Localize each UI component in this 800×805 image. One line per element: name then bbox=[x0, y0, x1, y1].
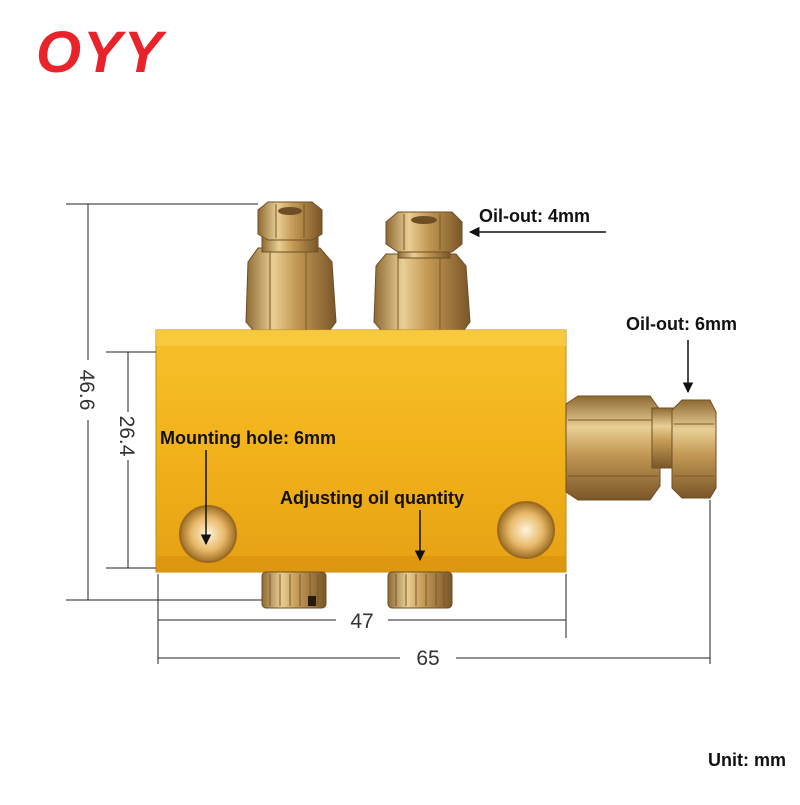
dimension-hole-spacing: 47 bbox=[350, 610, 373, 633]
dimension-lines bbox=[66, 203, 711, 664]
side-fitting bbox=[565, 395, 717, 501]
callout-arrows bbox=[200, 226, 694, 562]
callout-oil-out-top: Oil-out: 4mm bbox=[479, 206, 590, 226]
dimension-total-height: 46.6 bbox=[75, 370, 98, 411]
callout-oil-out-side: Oil-out: 6mm bbox=[626, 314, 737, 334]
callout-adjusting-oil: Adjusting oil quantity bbox=[280, 488, 464, 508]
adjusting-screw-right bbox=[387, 571, 453, 609]
dimension-total-width: 65 bbox=[416, 647, 439, 670]
dimension-block-height: 26.4 bbox=[115, 416, 138, 457]
mounting-hole-right bbox=[497, 501, 555, 559]
top-fitting-left bbox=[245, 201, 337, 346]
brand-logo: OYY bbox=[36, 20, 165, 85]
mounting-hole-left bbox=[179, 505, 237, 563]
unit-note: Unit: mm bbox=[708, 750, 786, 770]
adjusting-screw-left bbox=[261, 571, 327, 609]
callout-mounting-hole: Mounting hole: 6mm bbox=[160, 428, 336, 448]
top-fitting-right bbox=[373, 211, 471, 346]
